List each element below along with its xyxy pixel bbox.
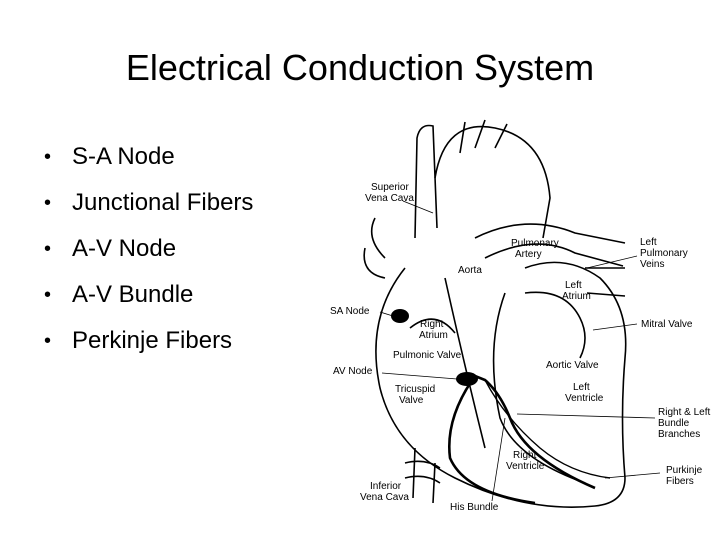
- leader-lines: [379, 200, 661, 502]
- av-node-dot: [456, 372, 478, 386]
- bullet-icon: •: [44, 283, 52, 306]
- bullet-item: • A-V Bundle: [44, 272, 253, 318]
- bullet-item: • Junctional Fibers: [44, 180, 253, 226]
- label-aorta: Aorta: [458, 265, 482, 276]
- slide-title: Electrical Conduction System: [125, 47, 595, 88]
- label-pulmonic-valve: Pulmonic Valve: [393, 350, 462, 361]
- bullet-text: Perkinje Fibers: [72, 327, 233, 354]
- label-mitral-valve: Mitral Valve: [641, 319, 693, 330]
- bullet-item: • Perkinje Fibers: [44, 318, 253, 364]
- label-aortic-valve: Aortic Valve: [546, 360, 599, 371]
- bullet-list: • S-A Node • Junctional Fibers • A-V Node •…: [44, 134, 253, 364]
- bullet-item: • S-A Node: [44, 134, 253, 180]
- bullet-item: • A-V Node: [44, 226, 253, 272]
- bullet-text: A-V Bundle: [72, 281, 194, 308]
- heart-outline: [363, 119, 627, 508]
- bullet-text: S-A Node: [72, 143, 175, 170]
- bullet-icon: •: [44, 237, 52, 260]
- label-sa-node: SA Node: [330, 306, 370, 317]
- bullet-text: A-V Node: [72, 235, 177, 262]
- sa-node-dot: [391, 309, 409, 323]
- bullet-icon: •: [44, 329, 52, 352]
- label-av-node: AV Node: [333, 366, 373, 377]
- label-his-bundle: His Bundle: [450, 502, 499, 513]
- bullet-icon: •: [44, 191, 52, 214]
- bullet-icon: •: [44, 145, 52, 168]
- bullet-text: Junctional Fibers: [72, 189, 254, 216]
